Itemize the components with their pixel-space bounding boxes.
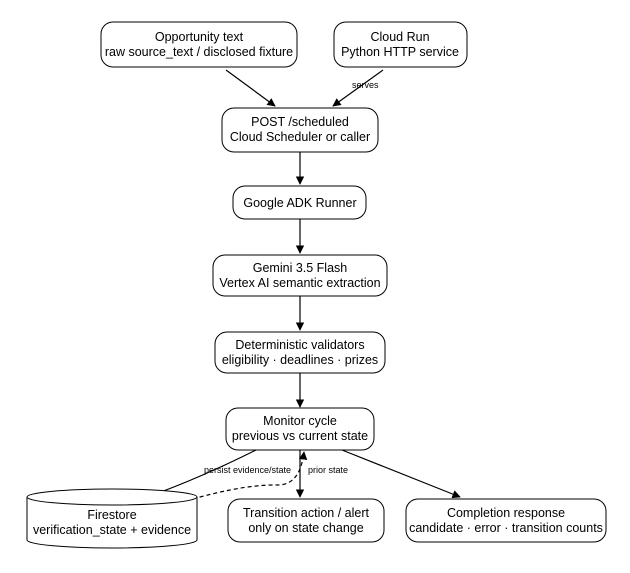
node-monitor-cycle-box [225, 407, 375, 451]
node-firestore-cylinder-top [26, 496, 198, 506]
node-transition-action-title: Transition action / alert [243, 506, 370, 520]
node-monitor-cycle: Monitor cycle previous vs current state [225, 407, 375, 451]
edge-firestore-to-monitor [165, 451, 308, 508]
node-validators-box [214, 331, 386, 374]
edges [149, 69, 461, 508]
edge-label-serves: serves [352, 80, 379, 90]
node-completion-response-box [405, 498, 607, 543]
node-firestore-subtitle: verification_state + evidence [33, 523, 191, 537]
node-completion-response-subtitle: candidate · error · transition counts [409, 521, 603, 535]
node-transition-action-subtitle: only on state change [248, 521, 363, 535]
node-cloud-run-title: Cloud Run [370, 30, 429, 44]
edge-cloudrun-to-post [332, 69, 384, 107]
node-transition-action-box [227, 498, 385, 543]
node-gemini-box [212, 254, 388, 297]
node-transition-action: Transition action / alert only on state … [227, 498, 385, 543]
node-opportunity-text: Opportunity text raw source_text / discl… [100, 21, 298, 68]
node-monitor-cycle-title: Monitor cycle [263, 414, 337, 428]
edge-label-prior-state: prior state [308, 465, 348, 475]
edge-opportunity-to-post [225, 69, 276, 107]
node-cloud-run: Cloud Run Python HTTP service [333, 21, 468, 68]
node-gemini-title: Gemini 3.5 Flash [253, 261, 348, 275]
edge-label-persist: persist evidence/state [204, 465, 291, 475]
node-firestore: Firestore verification_state + evidence [26, 488, 198, 549]
node-gemini-subtitle: Vertex AI semantic extraction [219, 276, 380, 290]
node-firestore-title: Firestore [87, 508, 136, 522]
node-validators-subtitle: eligibility · deadlines · prizes [222, 353, 378, 367]
node-post-scheduled: POST /scheduled Cloud Scheduler or calle… [221, 107, 379, 153]
node-opportunity-text-subtitle: raw source_text / disclosed fixture [105, 45, 293, 59]
node-adk-runner-title: Google ADK Runner [243, 196, 356, 210]
node-post-scheduled-box [221, 107, 379, 153]
node-opportunity-text-box [100, 21, 298, 68]
node-cloud-run-box [333, 21, 468, 68]
edge-monitor-to-completion [341, 449, 461, 499]
node-post-scheduled-title: POST /scheduled [251, 115, 349, 129]
node-adk-runner: Google ADK Runner [232, 185, 367, 220]
node-monitor-cycle-subtitle: previous vs current state [232, 429, 368, 443]
node-validators-title: Deterministic validators [235, 338, 364, 352]
node-gemini: Gemini 3.5 Flash Vertex AI semantic extr… [212, 254, 388, 297]
node-completion-response: Completion response candidate · error · … [405, 498, 607, 543]
node-cloud-run-subtitle: Python HTTP service [341, 45, 459, 59]
node-post-scheduled-subtitle: Cloud Scheduler or caller [230, 130, 370, 144]
node-opportunity-text-title: Opportunity text [155, 30, 244, 44]
node-completion-response-title: Completion response [447, 506, 565, 520]
node-adk-runner-box [232, 185, 367, 220]
node-validators: Deterministic validators eligibility · d… [214, 331, 386, 374]
